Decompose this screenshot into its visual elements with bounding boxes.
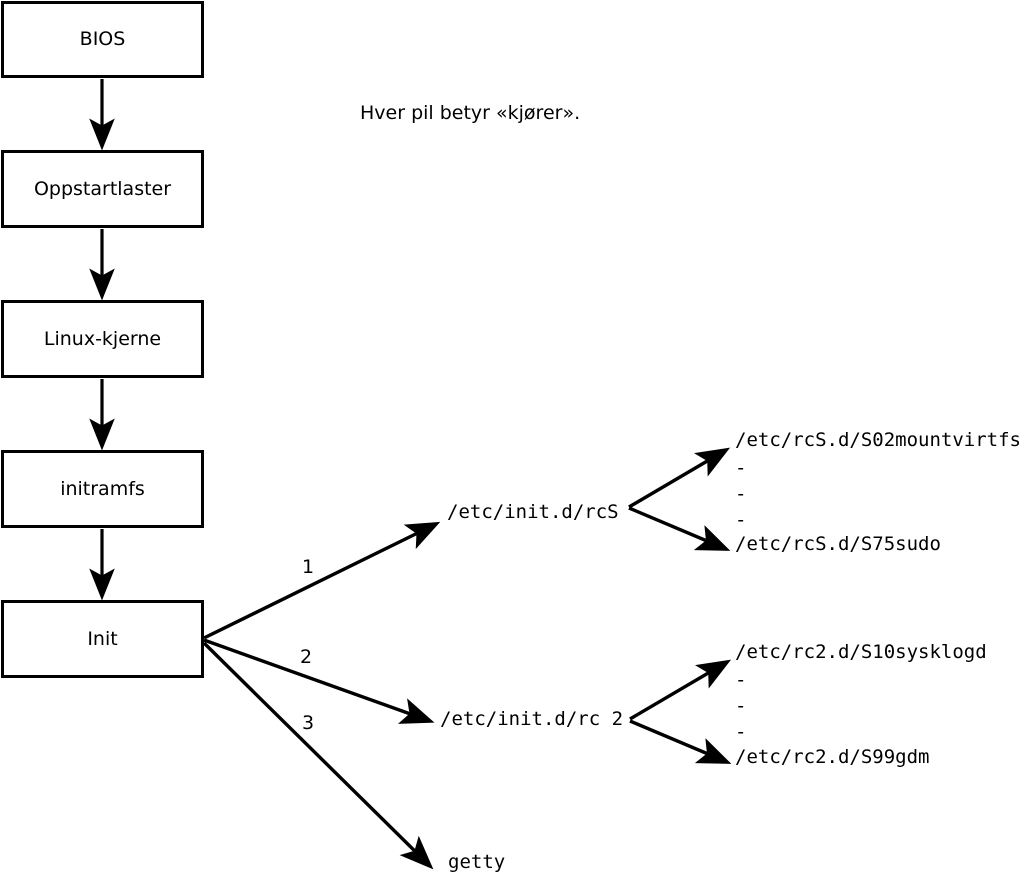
node-getty[interactable]: getty [448, 851, 506, 873]
node-kernel[interactable]: Linux-kjerne [1, 300, 204, 378]
arrow-init-to-getty [202, 641, 434, 870]
arrow-rcS-to-last-script [628, 506, 731, 551]
rc2-ellipsis-dash-1: - [735, 669, 747, 691]
rcS-ellipsis-dash-1: - [735, 457, 747, 479]
rc2-ellipsis-dash-2: - [735, 695, 747, 717]
node-init-d-rc2[interactable]: /etc/init.d/rc 2 [440, 708, 624, 730]
node-init[interactable]: Init [1, 600, 204, 678]
edge-label-3: 3 [302, 712, 315, 734]
rcS-ellipsis-dash-3: - [735, 509, 747, 531]
edge-label-2: 2 [300, 646, 313, 668]
arrow-init-to-rc2 [203, 638, 435, 724]
diagram-caption: Hver pil betyr «kjører». [360, 102, 581, 124]
node-rcS-first-script[interactable]: /etc/rcS.d/S02mountvirtfs [735, 429, 1021, 451]
edge-label-1: 1 [302, 556, 315, 578]
arrow-rc2-to-last-script [629, 719, 732, 764]
node-bios[interactable]: BIOS [1, 1, 204, 78]
arrow-init-to-rcS [203, 521, 441, 640]
node-rc2-last-script[interactable]: /etc/rc2.d/S99gdm [735, 746, 930, 768]
arrow-rc2-to-first-script [629, 659, 732, 721]
node-rc2-first-script[interactable]: /etc/rc2.d/S10sysklogd [735, 641, 987, 663]
rcS-ellipsis-dash-2: - [735, 483, 747, 505]
node-initramfs[interactable]: initramfs [1, 450, 204, 528]
node-rcS-last-script[interactable]: /etc/rcS.d/S75sudo [735, 533, 941, 555]
node-init-d-rcS[interactable]: /etc/init.d/rcS [447, 501, 619, 523]
arrow-rcS-to-first-script [628, 447, 731, 509]
node-bootloader[interactable]: Oppstartlaster [1, 150, 204, 228]
rc2-ellipsis-dash-3: - [735, 721, 747, 743]
